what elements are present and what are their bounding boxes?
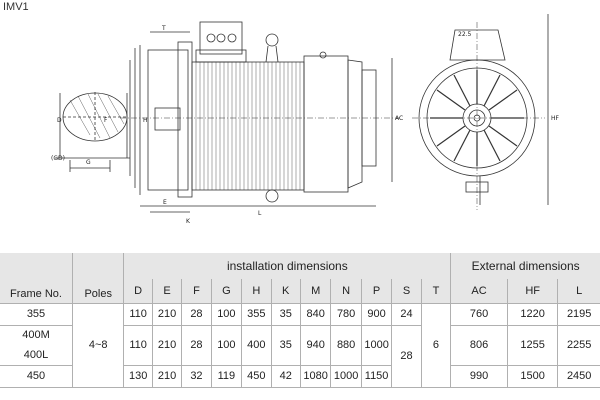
cell-h: 450 [241,365,272,388]
table-row: 355 4~8 110 210 28 100 355 35 840 780 90… [0,303,600,388]
dim-label-t: T [161,25,166,32]
frame-header: Frame No. [0,253,73,304]
table-row: 400L [0,345,600,366]
cell-hf: 1220 [506,303,558,326]
cell-s: 28 [391,325,422,388]
installation-group-header: installation dimensions [123,253,451,279]
cell-ac: 806 [450,325,508,366]
cell-f: 32 [181,365,212,388]
cell-n: 880 [330,325,362,366]
dim-label-gd: (GD) [51,155,65,162]
col-header-f: F [181,279,212,304]
cell-ac: 760 [450,303,508,326]
dim-label-d: D [57,117,62,124]
col-header-ac: AC [450,279,508,304]
cell-h: 400 [241,325,272,366]
cell-l: 2450 [557,365,600,388]
cell-e: 210 [151,325,182,366]
motor-dimension-drawing: T D (GD) G F E H K L AC HF 22.5 [51,14,560,225]
cell-d: 110 [123,325,153,366]
col-header-k: K [270,279,301,304]
cell-d: 110 [123,303,153,326]
col-header-s: S [391,279,422,304]
dim-label-g: G [86,159,91,166]
frame-cell: 400M [22,329,50,342]
shaft-section-view [55,92,130,172]
cell-e: 210 [151,303,182,326]
motor-side-view [120,21,400,213]
dim-label-f: F [104,117,108,124]
cell-m: 1080 [299,365,331,388]
cell-e: 210 [151,365,182,388]
cell-p: 1150 [360,365,392,388]
dim-label-e: E [163,199,167,206]
col-header-l: L [557,279,600,304]
frame-cell: 355 [0,303,73,326]
cell-g: 100 [210,303,242,326]
dim-label-angle: 22.5 [458,31,472,38]
cell-k: 35 [270,303,301,326]
drawing-title: IMV1 [3,1,29,13]
cell-k: 42 [270,365,301,388]
col-header-g: G [210,279,242,304]
cell-ac: 990 [450,365,508,388]
dimensions-table: Frame No. Poles installation dimensions … [0,253,600,388]
cell-k: 35 [270,325,301,366]
cell-t: 6 [420,303,451,388]
dim-label-ac: AC [395,115,403,122]
dim-label-hf: HF [551,115,560,122]
cell-g: 119 [210,365,242,388]
frame-cell: 450 [0,365,73,388]
col-header-e: E [151,279,182,304]
col-header-m: M [299,279,331,304]
dim-label-l: L [258,210,262,217]
cell-hf: 1255 [506,325,558,366]
cell-n: 1000 [330,365,362,388]
motor-end-view [412,14,549,210]
cell-p: 900 [360,303,392,326]
dim-label-h: H [143,117,148,124]
poles-header: Poles [71,253,124,304]
cell-g: 100 [210,325,242,366]
col-header-hf: HF [506,279,558,304]
col-header-t: T [420,279,451,304]
cell-d: 130 [123,365,153,388]
cell-h: 355 [241,303,272,326]
dim-label-k: K [186,218,191,225]
table-row: 450 130 210 32 119 450 42 1080 1000 1150… [0,365,600,388]
frame-cell: 400L [0,345,73,366]
cell-l: 2195 [557,303,600,326]
external-group-header: External dimensions [450,253,600,279]
cell-f: 28 [181,325,212,366]
cell-hf: 1500 [506,365,558,388]
col-header-p: P [360,279,392,304]
table-row: 400M 110 210 28 100 400 35 940 880 1000 … [0,325,600,388]
cell-s: 24 [391,303,422,326]
cell-n: 780 [330,303,362,326]
cell-f: 28 [181,303,212,326]
col-header-n: N [330,279,362,304]
cell-m: 840 [299,303,331,326]
cell-p: 1000 [360,325,392,366]
col-header-h: H [241,279,272,304]
col-header-d: D [123,279,153,304]
cell-l: 2255 [557,325,600,366]
cell-m: 940 [299,325,331,366]
poles-cell: 4~8 [71,303,124,388]
